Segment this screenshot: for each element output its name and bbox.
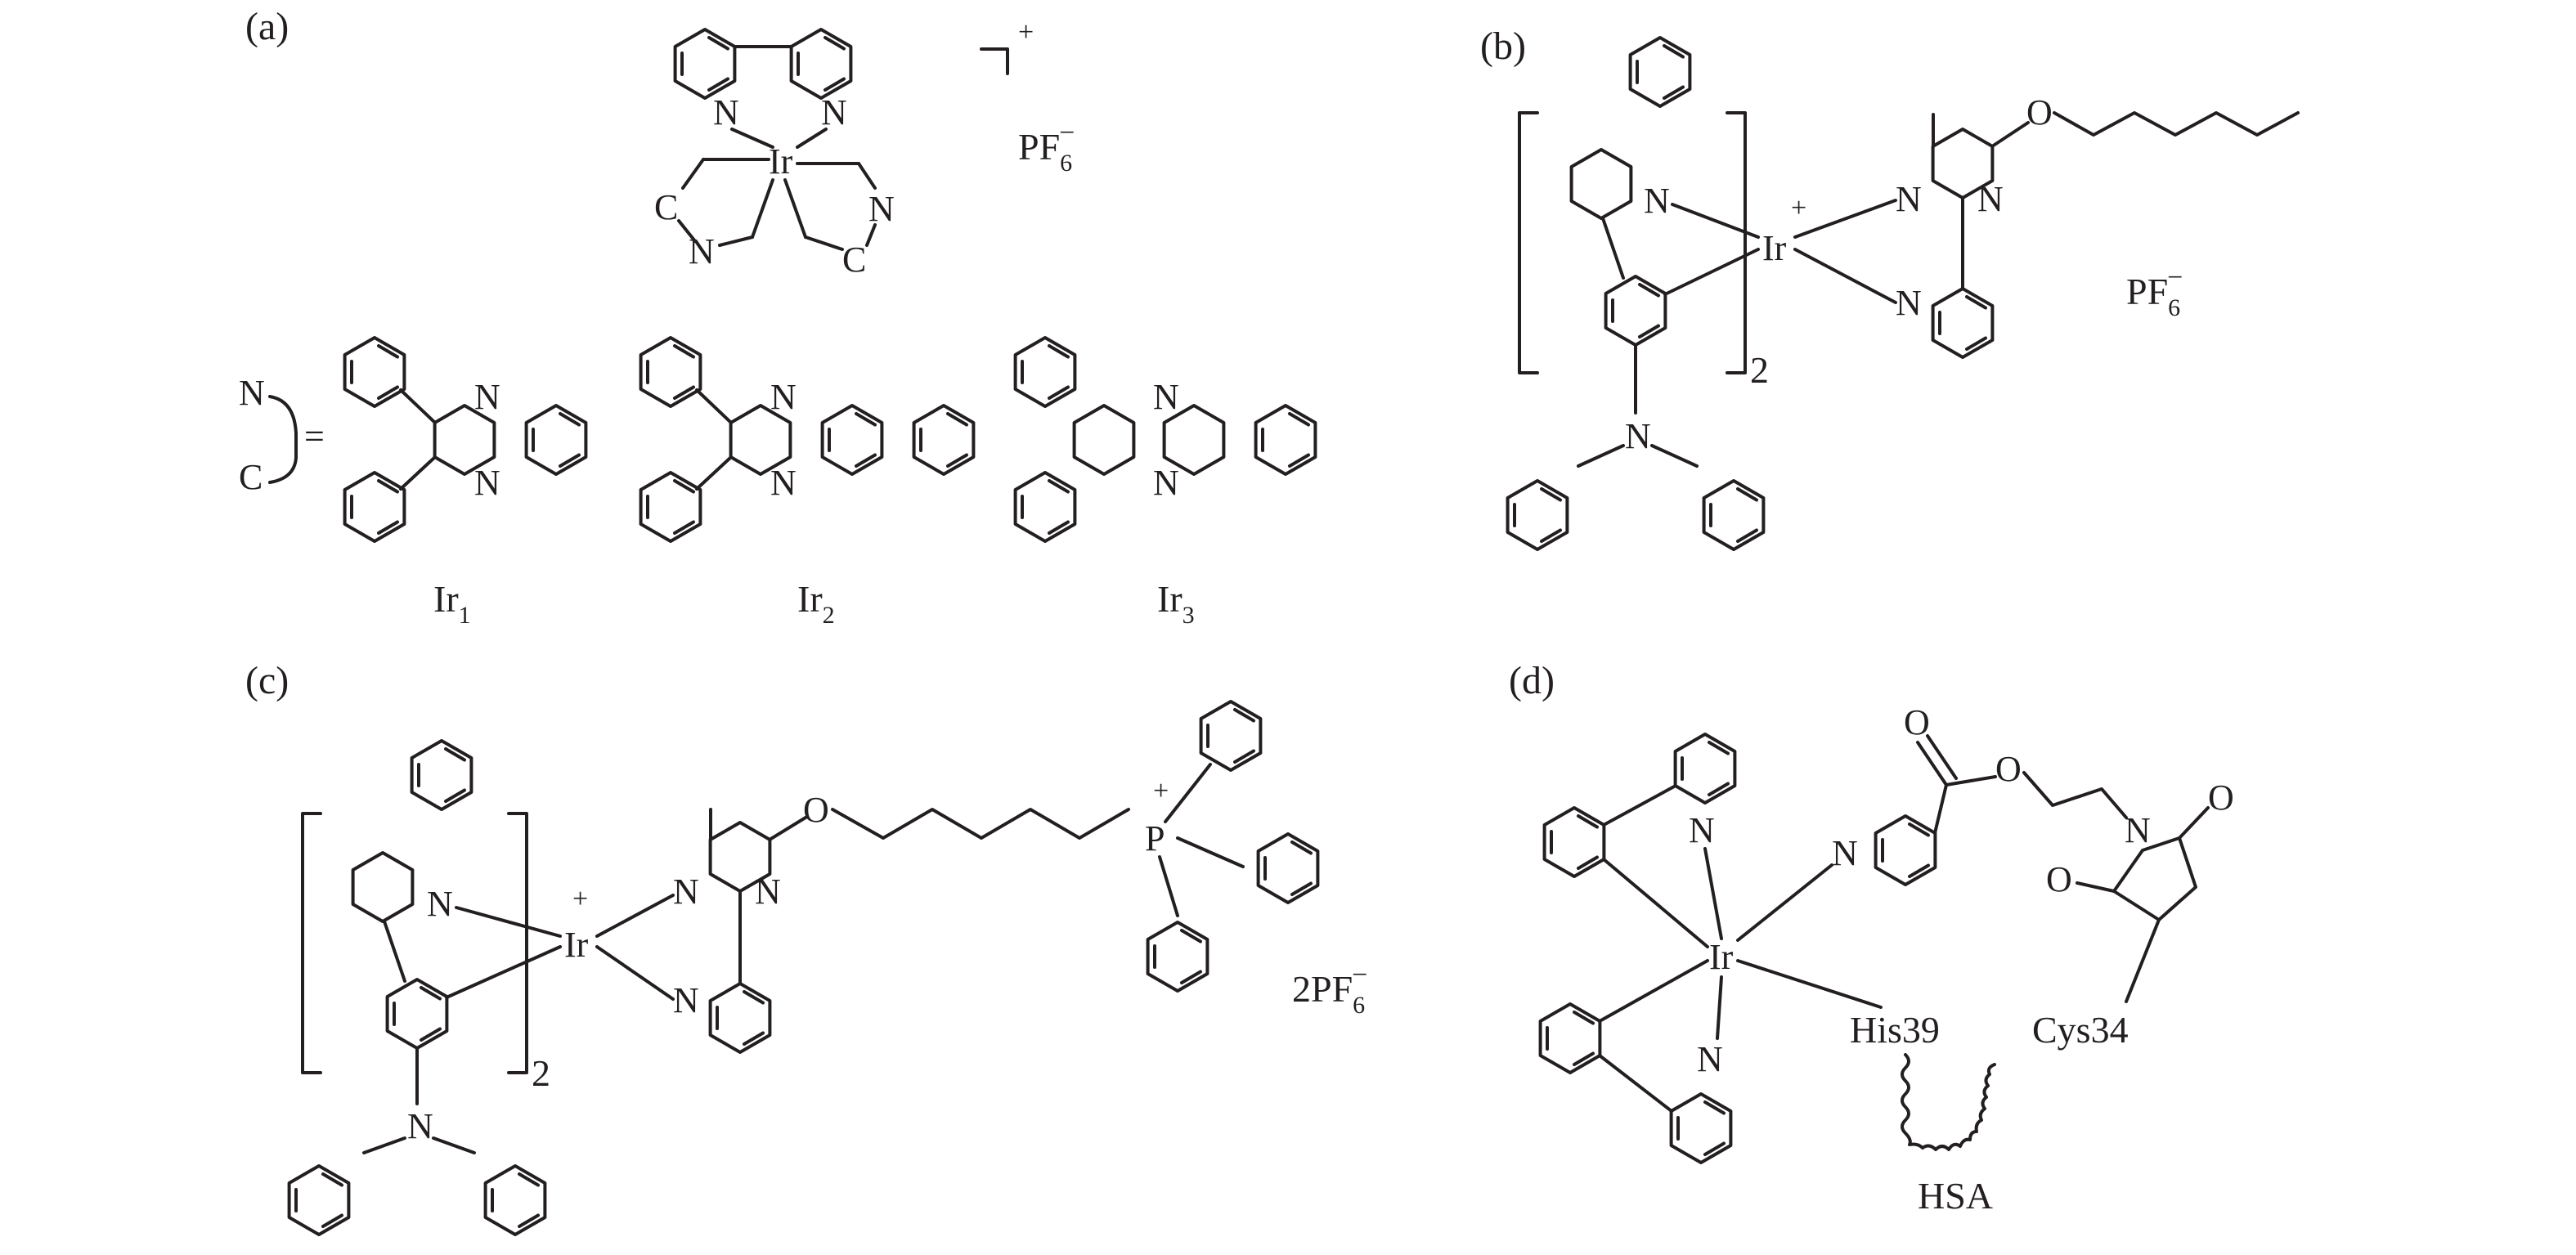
b-pyrimidine-n1: N xyxy=(1896,179,1922,219)
ir2-ligand: N N xyxy=(639,336,976,543)
d-imide-n: N xyxy=(2125,810,2151,850)
chelate-n-right: N xyxy=(868,189,895,229)
counterion-a: PF6− xyxy=(1018,118,1075,177)
b-ether-o: O xyxy=(2026,92,2053,132)
chelate-c-left: C xyxy=(654,187,678,227)
label-ir2: Ir2 xyxy=(797,578,835,629)
c-ether-o: O xyxy=(803,790,829,830)
b-quinoline-n: N xyxy=(1644,181,1670,221)
svg-text:N: N xyxy=(474,463,500,503)
panel-a-label: (a) xyxy=(245,5,289,48)
c-charge: + xyxy=(572,884,588,914)
d-imide-o-left: O xyxy=(2046,859,2072,899)
bracket-b-right xyxy=(1726,111,1747,374)
d-ir-atom: Ir xyxy=(1709,937,1734,977)
def-n: N xyxy=(239,373,265,413)
c-ir-atom: Ir xyxy=(564,925,589,965)
ir3-ligand: N N xyxy=(1013,336,1317,543)
d-imide-o-right: O xyxy=(2208,778,2234,818)
panel-c-label: (c) xyxy=(245,659,289,702)
d-ppy-n-bottom: N xyxy=(1697,1039,1723,1079)
svg-text:N: N xyxy=(1153,463,1179,503)
panel-b-label: (b) xyxy=(1480,25,1526,68)
panel-d: (d) N Ir N N O O N O O xyxy=(1509,659,2234,1217)
counterion-c: 2PF6− xyxy=(1292,960,1367,1019)
c-quinoline-n: N xyxy=(427,884,453,924)
hsa-label: HSA xyxy=(1918,1175,1993,1217)
bpy-n-right: N xyxy=(821,92,847,132)
c-pyridine-n: N xyxy=(673,980,699,1020)
bracket-c-right xyxy=(507,812,528,1074)
c-phosphorus: P xyxy=(1145,818,1165,858)
def-chelate-arc xyxy=(268,395,298,484)
c-hexyl-chain xyxy=(831,808,1130,840)
multiplier-c: 2 xyxy=(532,1052,550,1094)
bipyridine-ring-left xyxy=(673,28,737,100)
hsa-protein-chain xyxy=(1901,1053,1996,1151)
b-charge: + xyxy=(1791,193,1806,223)
panel-c: (c) 2 N Ir + N N N N O P + xyxy=(245,659,1367,1236)
c-amine-n: N xyxy=(407,1106,433,1146)
charge-a: + xyxy=(1018,17,1034,47)
svg-text:N: N xyxy=(770,377,797,417)
d-ethyl-linker xyxy=(2022,771,2128,819)
b-hexyl-chain xyxy=(2053,111,2300,137)
multiplier-b: 2 xyxy=(1750,349,1769,391)
bracket-b-left xyxy=(1518,111,1539,374)
panel-a: (a) N N Ir C N N C + PF6− N C xyxy=(239,5,1317,629)
d-pyridine-n: N xyxy=(1832,833,1858,873)
b-ir-atom: Ir xyxy=(1762,228,1787,268)
panel-d-label: (d) xyxy=(1509,659,1555,702)
chelate-c-right: C xyxy=(842,240,866,280)
svg-text:N: N xyxy=(770,463,797,503)
cys34-label: Cys34 xyxy=(2032,1009,2129,1051)
bpy-n-left: N xyxy=(713,92,739,132)
b-pyridine-n: N xyxy=(1896,283,1922,323)
label-ir1: Ir1 xyxy=(433,578,471,629)
ir1-ligand: N N xyxy=(343,336,588,543)
label-ir3: Ir3 xyxy=(1157,578,1195,629)
b-pyrimidine-n2: N xyxy=(1977,179,2004,219)
bipyridine-ring-right xyxy=(789,28,853,100)
chelate-n-left: N xyxy=(689,231,715,271)
c-p-charge: + xyxy=(1153,776,1169,806)
d-ester-o: O xyxy=(1995,749,2022,789)
d-succinimide-ring xyxy=(2112,836,2197,921)
counterion-b: PF6− xyxy=(2126,262,2183,321)
def-equals: = xyxy=(304,416,325,456)
def-c: C xyxy=(239,457,263,497)
bracket-a xyxy=(980,47,1009,75)
c-pyrimidine-n1: N xyxy=(673,872,699,912)
d-carbonyl-o: O xyxy=(1904,702,1930,742)
d-ppy-n-top: N xyxy=(1689,810,1715,850)
panel-b: (b) 2 N Ir + N N N N O PF xyxy=(1480,25,2300,551)
svg-text:N: N xyxy=(1153,377,1179,417)
svg-text:N: N xyxy=(474,377,500,417)
b-amine-n: N xyxy=(1625,416,1651,456)
bracket-c-left xyxy=(301,812,322,1074)
c-pyrimidine-n2: N xyxy=(755,872,781,912)
his39-label: His39 xyxy=(1850,1009,1940,1051)
